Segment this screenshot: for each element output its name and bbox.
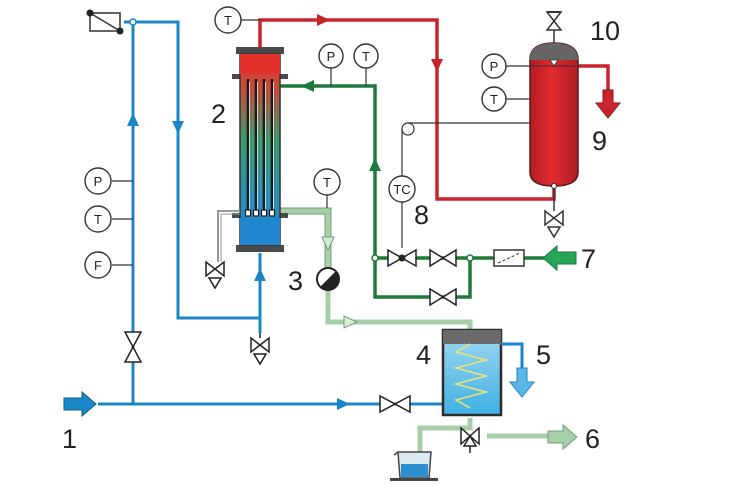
water-isolation-valve-icon (123, 331, 143, 363)
three-way-valve-icon (460, 426, 480, 453)
steam-flow-arrow-right (317, 14, 330, 26)
steam-tank (529, 42, 579, 189)
label-7: 7 (581, 244, 596, 274)
tank-drain-valve-icon (544, 189, 564, 239)
junction-node (371, 254, 379, 262)
svg-text:T: T (362, 49, 370, 64)
inlet-strainer (493, 249, 525, 267)
label-5: 5 (536, 340, 551, 370)
label-1: 1 (62, 424, 77, 454)
exhaust-pipe-network (276, 208, 548, 455)
label-4: 4 (416, 340, 431, 370)
pump (316, 267, 340, 291)
water-flow-arrow-up (127, 113, 139, 126)
label-8: 8 (414, 200, 429, 230)
label-10: 10 (590, 16, 620, 46)
pressure-gauge-return: P (318, 43, 344, 69)
label-2: 2 (211, 99, 226, 129)
label-6: 6 (585, 424, 600, 454)
junction-node (466, 254, 474, 262)
label-3: 3 (288, 266, 303, 296)
coolant-outlet-arrow (508, 367, 536, 398)
sample-beaker-icon (390, 451, 438, 481)
temperature-gauge-water: T (84, 205, 112, 233)
label-9: 9 (592, 126, 607, 156)
svg-text:T: T (224, 13, 232, 28)
svg-text:T: T (323, 175, 331, 190)
svg-text:TC: TC (393, 182, 410, 197)
water-drain-valve-icon (250, 333, 270, 366)
inlet-arrow-7 (542, 244, 577, 272)
svg-text:P: P (490, 59, 499, 74)
hx-drain-valve-icon (205, 260, 225, 290)
svg-text:F: F (94, 258, 102, 273)
cooling-vessel (441, 328, 503, 417)
instrument-taps (112, 19, 530, 266)
air-vent-valve (86, 9, 137, 35)
water-flow-arrow-right (337, 398, 350, 410)
vessel-overflow-line (501, 342, 524, 368)
steam-outlet-arrow (594, 89, 622, 119)
return-flow-arrow-up (369, 158, 381, 171)
exhaust-flow-arrow-right (343, 315, 359, 329)
bypass-valve-icon (429, 287, 457, 307)
water-flow-arrow-down (172, 121, 184, 134)
control-valve-icon (387, 248, 417, 268)
inlet-valve-icon (429, 248, 457, 268)
temperature-gauge-return: T (353, 43, 379, 69)
steam-flow-arrow-down (431, 59, 443, 72)
level-link (401, 122, 530, 248)
svg-text:T: T (490, 92, 498, 107)
heat-exchanger (232, 47, 288, 252)
water-flow-arrow-up-hx (254, 268, 266, 281)
svg-text:P: P (94, 174, 103, 189)
pressure-gauge-tank: P (481, 53, 507, 79)
svg-text:P: P (327, 49, 336, 64)
temperature-controller: TC (388, 175, 416, 203)
flow-meter-water: F (84, 251, 112, 279)
hx-drain-line (217, 210, 240, 262)
outlet-arrow-6 (547, 423, 578, 451)
temperature-gauge-steam-top: T (214, 6, 242, 34)
pressure-gauge-water: P (84, 167, 112, 195)
exhaust-flow-arrow-down (321, 236, 335, 252)
svg-text:T: T (94, 212, 102, 227)
temperature-gauge-exhaust: T (313, 168, 341, 196)
temperature-gauge-tank: T (481, 86, 507, 112)
water-inlet-arrow (63, 390, 97, 418)
vessel-feed-valve-icon (379, 394, 411, 414)
safety-valve-icon (545, 11, 563, 43)
return-flow-arrow-left (301, 80, 314, 92)
